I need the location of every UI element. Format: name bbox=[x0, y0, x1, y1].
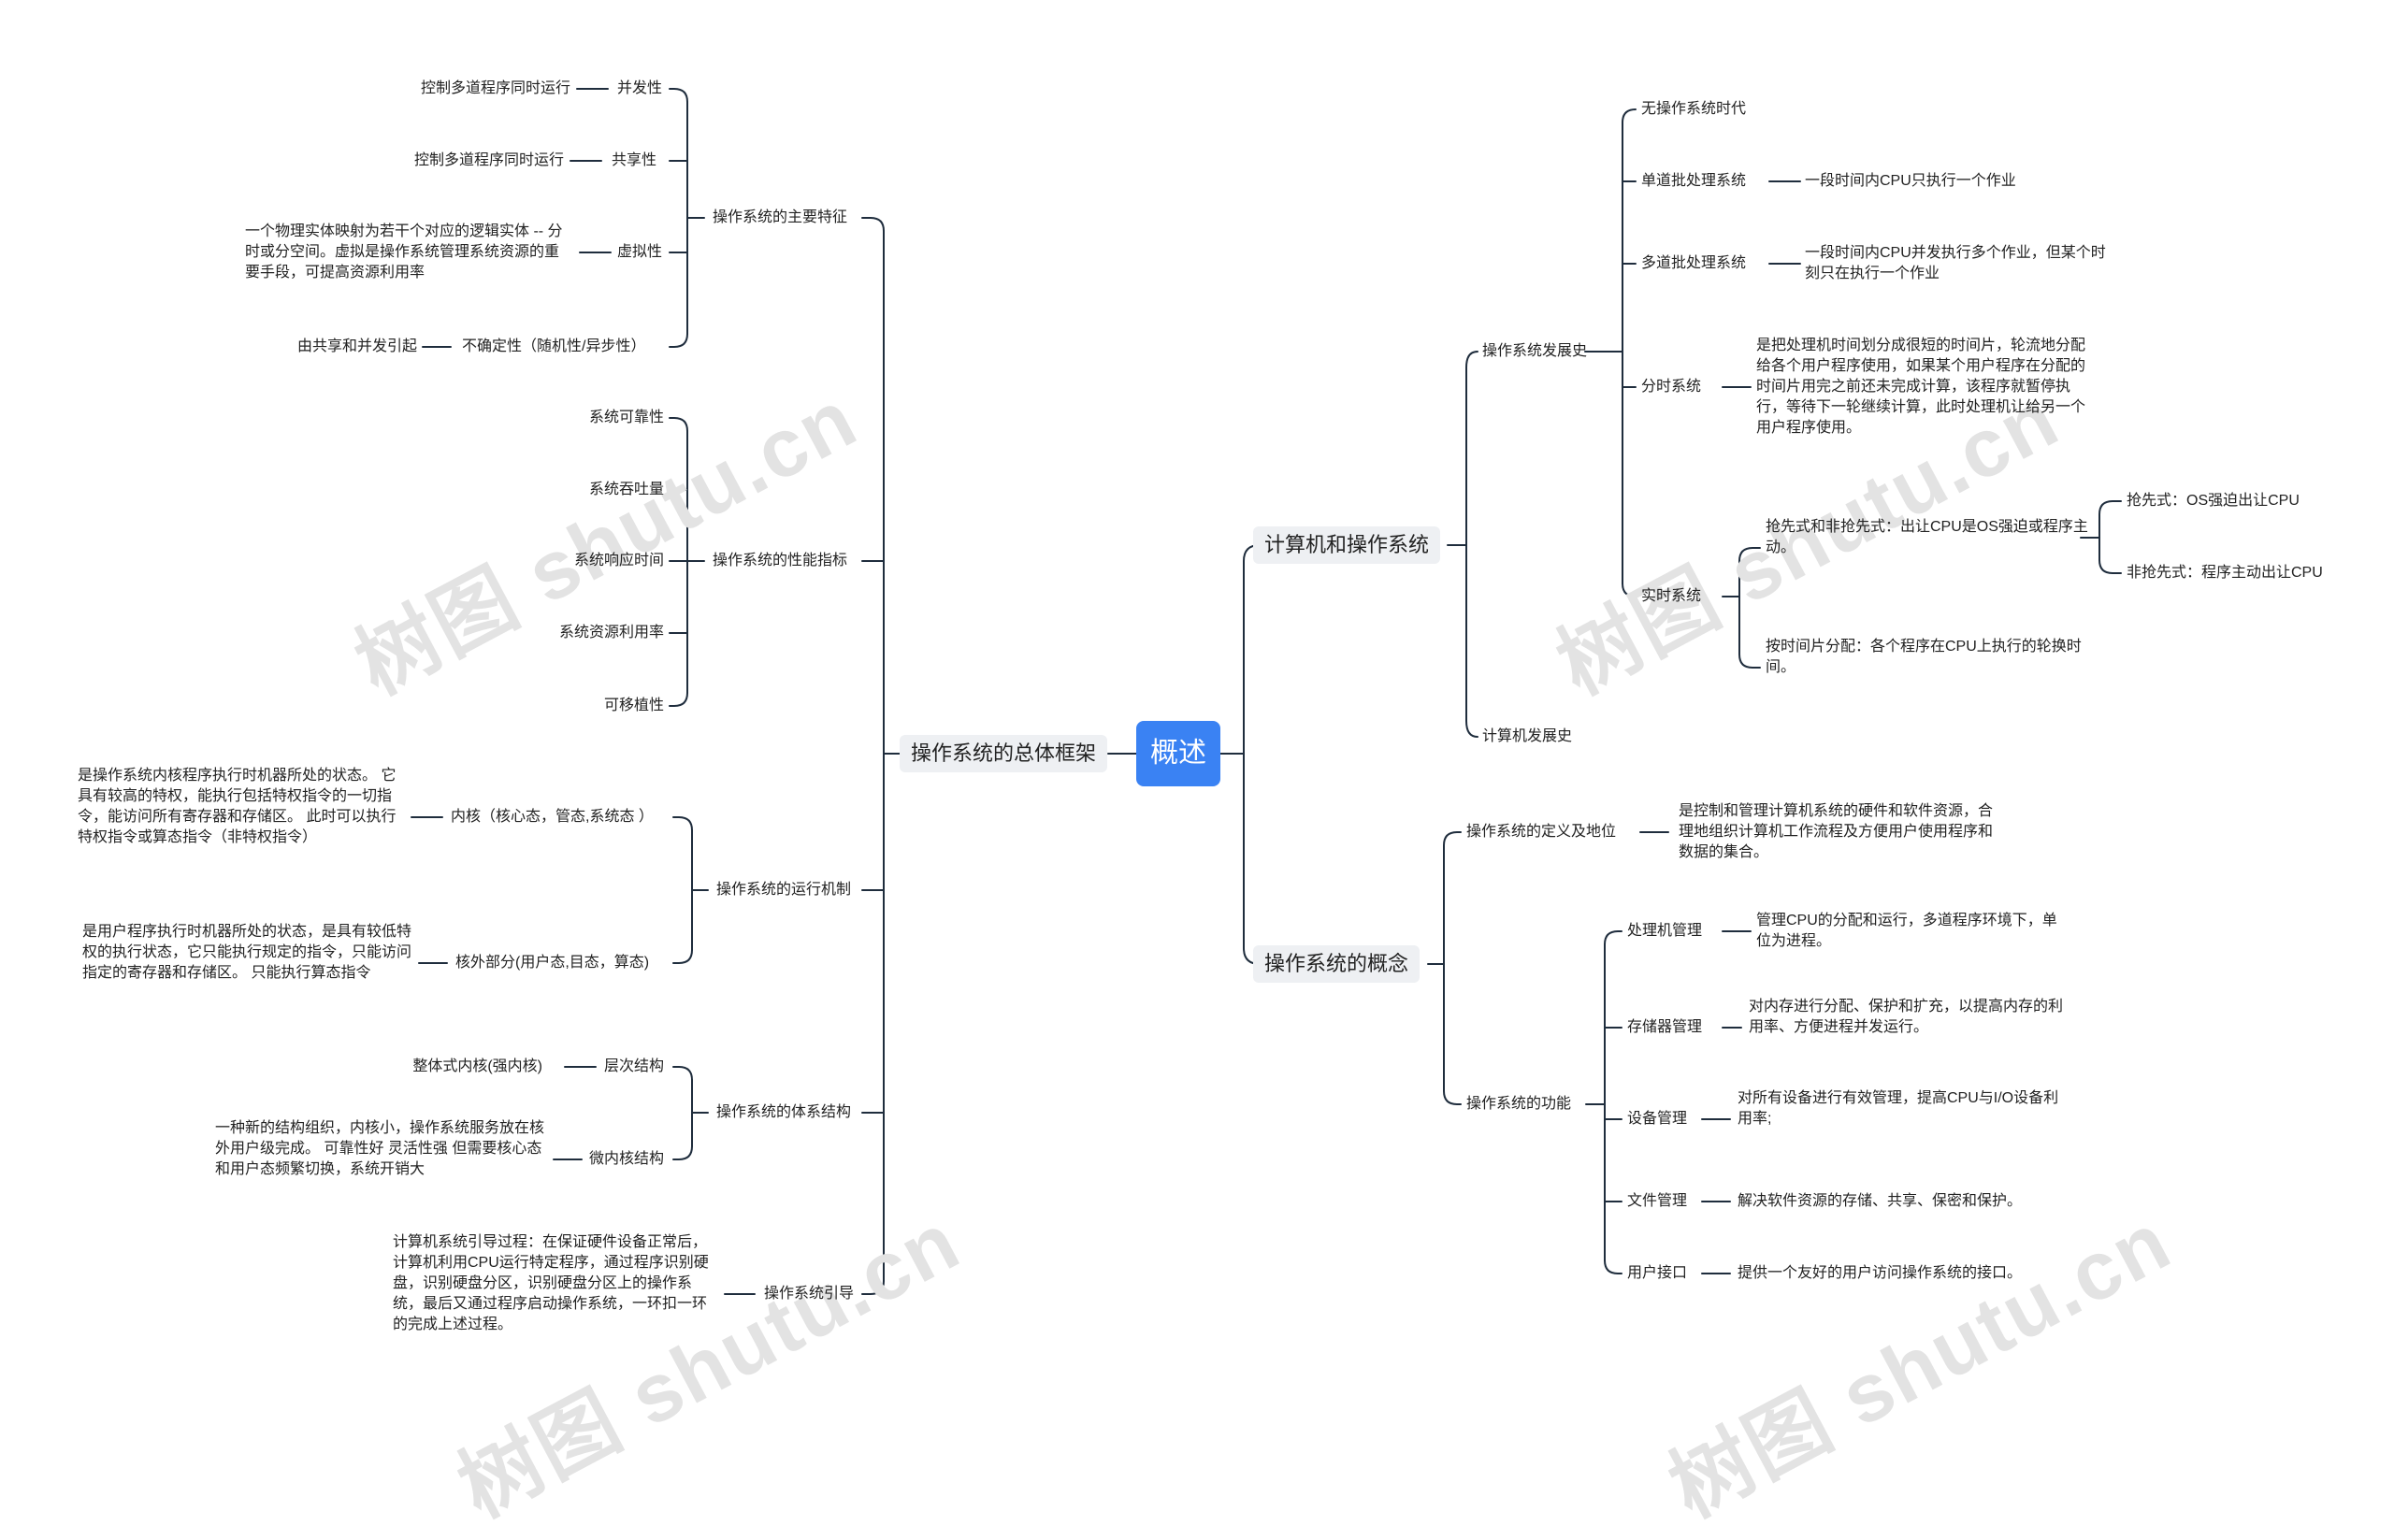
node-sharing[interactable]: 共享性 bbox=[612, 152, 657, 168]
node-single-batch[interactable]: 单道批处理系统 bbox=[1641, 173, 1747, 189]
node-preemptive[interactable]: 抢先式和非抢先式：出让CPU是OS强迫或程序主动。 bbox=[1766, 519, 2088, 555]
desc-user-interface: 提供一个友好的用户访问操作系统的接口。 bbox=[1738, 1265, 2023, 1281]
desc-processor-mgmt: 管理CPU的分配和运行，多道程序环境下，单位为进程。 bbox=[1756, 913, 2057, 949]
node-kernel-mode[interactable]: 内核（核心态，管态,系统态 ） bbox=[451, 809, 654, 825]
node-memory-mgmt[interactable]: 存储器管理 bbox=[1627, 1019, 1703, 1035]
node-user-mode[interactable]: 核外部分(用户态,目态，算态) bbox=[455, 955, 650, 971]
desc-single-batch: 一段时间内CPU只执行一个作业 bbox=[1805, 173, 2016, 189]
desc-user-mode: 是用户程序执行时机器所处的状态，是具有较低特权的执行状态，它只能执行规定的指令，… bbox=[82, 924, 412, 981]
desc-microkernel: 一种新的结构组织，内核小，操作系统服务放在核外用户级完成。 可靠性好 灵活性强 … bbox=[215, 1120, 545, 1177]
desc-file-mgmt: 解决软件资源的存储、共享、保密和保护。 bbox=[1738, 1193, 2023, 1209]
node-portability[interactable]: 可移植性 bbox=[603, 698, 664, 713]
desc-time-sharing: 是把处理机时间划分成很短的时间片，轮流地分配给各个用户程序使用，如果某个用户程序… bbox=[1756, 338, 2086, 436]
desc-os-definition: 是控制和管理计算机系统的硬件和软件资源，合理地组织计算机工作流程及方便用户使用程… bbox=[1679, 803, 1994, 860]
node-architecture[interactable]: 操作系统的体系结构 bbox=[716, 1104, 852, 1120]
node-main-features[interactable]: 操作系统的主要特征 bbox=[713, 209, 848, 225]
node-os-history[interactable]: 操作系统发展史 bbox=[1482, 343, 1588, 359]
desc-uncertainty: 由共享和并发引起 bbox=[296, 338, 417, 354]
node-time-slice[interactable]: 按时间片分配：各个程序在CPU上执行的轮换时间。 bbox=[1766, 639, 2082, 675]
desc-memory-mgmt: 对内存进行分配、保护和扩充，以提高内存的利用率、方便进程并发运行。 bbox=[1749, 999, 2064, 1035]
desc-sharing: 控制多道程序同时运行 bbox=[413, 152, 564, 168]
node-time-sharing[interactable]: 分时系统 bbox=[1641, 379, 1702, 395]
node-uncertainty[interactable]: 不确定性（随机性/异步性） bbox=[462, 338, 646, 354]
desc-virtuality: 一个物理实体映射为若干个对应的逻辑实体 -- 分时或分空间。虚拟是操作系统管理系… bbox=[245, 223, 563, 281]
node-computer-history[interactable]: 计算机发展史 bbox=[1482, 728, 1573, 744]
node-virtuality[interactable]: 虚拟性 bbox=[617, 244, 663, 260]
node-reliability[interactable]: 系统可靠性 bbox=[588, 410, 664, 425]
node-os-definition[interactable]: 操作系统的定义及地位 bbox=[1466, 824, 1617, 840]
leaf-non-preemptive[interactable]: 非抢先式：程序主动出让CPU bbox=[2127, 565, 2323, 581]
node-runtime-mechanism[interactable]: 操作系统的运行机制 bbox=[716, 882, 852, 898]
desc-device-mgmt: 对所有设备进行有效管理，提高CPU与I/O设备利用率; bbox=[1738, 1090, 2059, 1127]
root-node[interactable]: 概述 bbox=[1136, 721, 1220, 786]
desc-multi-batch: 一段时间内CPU并发执行多个作业，但某个时刻只在执行一个作业 bbox=[1805, 245, 2106, 281]
desc-concurrency: 控制多道程序同时运行 bbox=[420, 80, 570, 96]
node-performance[interactable]: 操作系统的性能指标 bbox=[713, 553, 848, 569]
leaf-preemptive[interactable]: 抢先式：OS强迫出让CPU bbox=[2127, 493, 2300, 509]
node-device-mgmt[interactable]: 设备管理 bbox=[1627, 1111, 1688, 1127]
node-user-interface[interactable]: 用户接口 bbox=[1627, 1265, 1688, 1281]
node-file-mgmt[interactable]: 文件管理 bbox=[1627, 1193, 1688, 1209]
branch-os-framework[interactable]: 操作系统的总体框架 bbox=[900, 735, 1108, 772]
desc-kernel-mode: 是操作系统内核程序执行时机器所处的状态。 它具有较高的特权，能执行包括特权指令的… bbox=[78, 768, 397, 845]
node-processor-mgmt[interactable]: 处理机管理 bbox=[1627, 923, 1703, 939]
node-response-time[interactable]: 系统响应时间 bbox=[573, 553, 664, 569]
desc-layered: 整体式内核(强内核) bbox=[412, 1058, 542, 1074]
branch-computer-and-os[interactable]: 计算机和操作系统 bbox=[1253, 526, 1441, 564]
branch-os-concept[interactable]: 操作系统的概念 bbox=[1253, 945, 1421, 983]
node-concurrency[interactable]: 并发性 bbox=[617, 80, 663, 96]
node-os-functions[interactable]: 操作系统的功能 bbox=[1466, 1096, 1572, 1112]
node-microkernel[interactable]: 微内核结构 bbox=[589, 1151, 665, 1167]
node-os-boot[interactable]: 操作系统引导 bbox=[764, 1286, 855, 1302]
node-no-os-era[interactable]: 无操作系统时代 bbox=[1641, 101, 1747, 117]
node-multi-batch[interactable]: 多道批处理系统 bbox=[1641, 255, 1747, 271]
node-utilization[interactable]: 系统资源利用率 bbox=[558, 625, 664, 640]
node-layered[interactable]: 层次结构 bbox=[604, 1058, 665, 1074]
desc-os-boot: 计算机系统引导过程：在保证硬件设备正常后，计算机利用CPU运行特定程序，通过程序… bbox=[393, 1234, 709, 1332]
connector-lines bbox=[411, 88, 2122, 1295]
node-throughput[interactable]: 系统吞吐量 bbox=[588, 482, 664, 497]
node-realtime[interactable]: 实时系统 bbox=[1641, 588, 1702, 604]
